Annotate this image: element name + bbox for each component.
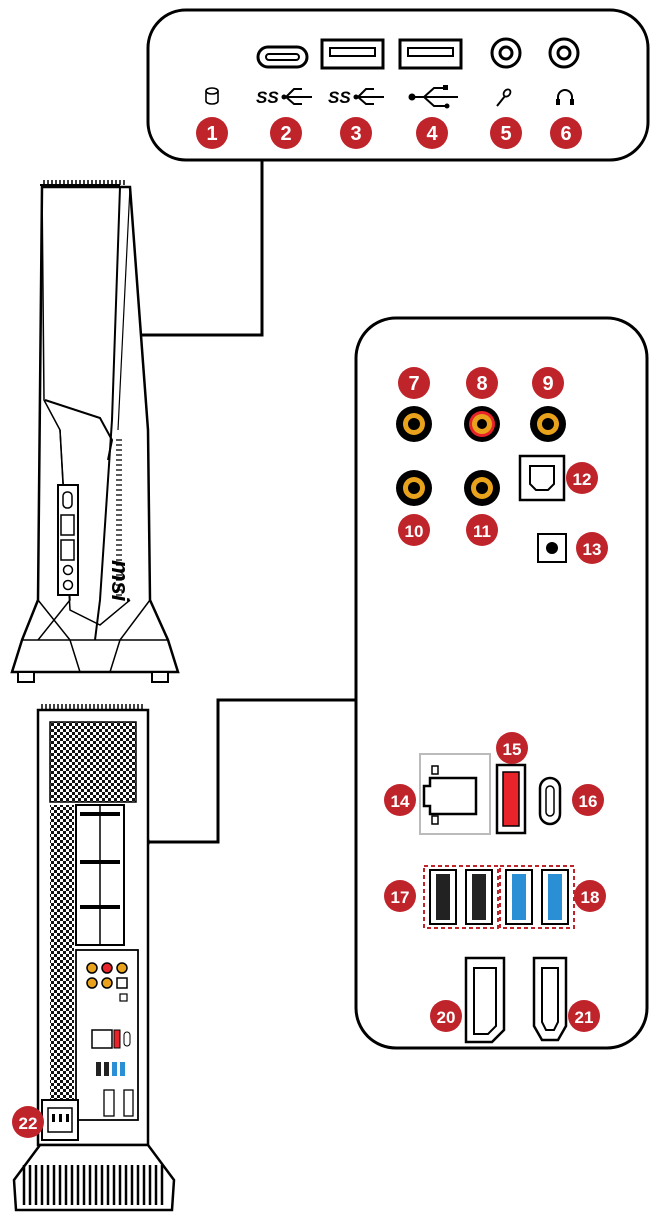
callout-badge: 5	[490, 117, 522, 149]
callout-badge: 10	[398, 514, 430, 546]
callout-number: 16	[579, 792, 598, 811]
callout-number: 2	[280, 123, 291, 145]
tower-front-view: msi	[10, 180, 180, 683]
usb-superspeed-icon: SS	[328, 88, 384, 107]
svg-text:SS: SS	[328, 88, 351, 107]
callout-badge: 13	[576, 532, 608, 564]
callout-badge: 14	[384, 784, 416, 816]
callout-number: 9	[542, 373, 553, 395]
callout-number: 20	[437, 1008, 456, 1027]
callout-badge: 18	[574, 880, 606, 912]
audio-jack	[464, 406, 500, 442]
callout-number: 13	[583, 540, 602, 559]
callout-badge: 11	[466, 514, 498, 546]
usb-a-port-red	[495, 763, 527, 835]
callout-number: 11	[473, 522, 491, 541]
callout-number: 7	[408, 373, 419, 395]
clear-cmos-button	[537, 533, 567, 563]
callout-number: 12	[573, 470, 592, 489]
callout-badge: 6	[550, 117, 582, 149]
callout-badge: 12	[566, 462, 598, 494]
usb-c-port	[538, 776, 562, 826]
callout-badge: 7	[398, 367, 430, 399]
headphone-icon	[556, 89, 574, 105]
callout-badge: 20	[430, 1000, 462, 1032]
callout-badge: 4	[416, 117, 448, 149]
callout-badge: 9	[532, 367, 564, 399]
audio-jack	[530, 406, 566, 442]
callout-number: 5	[500, 123, 511, 145]
rear-io-panel: 7 8 9 10 11 12 13 14 15 16 17 18 20 21	[354, 316, 649, 1050]
callout-number: 21	[575, 1008, 594, 1027]
hdmi-port	[532, 956, 568, 1042]
callout-number: 14	[391, 792, 410, 811]
callout-badge: 22	[12, 1106, 44, 1138]
callout-badge: 8	[466, 367, 498, 399]
callout-number: 18	[581, 888, 600, 907]
usb-icon	[408, 85, 458, 109]
callout-badge: 16	[572, 784, 604, 816]
audio-jack	[464, 470, 500, 506]
callout-number: 1	[206, 123, 217, 145]
callout-number: 15	[503, 740, 522, 759]
hdd-led-icon	[205, 87, 219, 105]
callout-number: 8	[476, 373, 487, 395]
usb-superspeed-icon: SS	[256, 88, 312, 107]
microphone-icon	[496, 88, 512, 107]
callout-number: 10	[405, 522, 424, 541]
tower-rear-view	[12, 704, 176, 1212]
usb-a-port-pair-blue	[499, 865, 575, 929]
rear-io-leader-line	[145, 698, 356, 844]
svg-text:msi: msi	[106, 560, 133, 603]
callout-badge: 1	[196, 117, 228, 149]
audio-jack	[396, 470, 432, 506]
audio-jack	[396, 406, 432, 442]
callout-badge: 17	[384, 880, 416, 912]
callout-number: 6	[560, 123, 571, 145]
callout-number: 3	[350, 123, 361, 145]
front-io-panel: SS SS 1 2 3 4 5 6	[146, 8, 650, 162]
callout-badge: 15	[496, 732, 528, 764]
displayport-port	[464, 956, 506, 1044]
callout-badge: 3	[340, 117, 372, 149]
callout-number: 4	[426, 123, 438, 145]
front-io-leader-line	[84, 160, 264, 337]
callout-number: 22	[19, 1114, 38, 1133]
optical-spdif-port	[518, 454, 566, 502]
callout-number: 17	[391, 888, 410, 907]
usb-a-port-pair-black	[423, 865, 499, 929]
callout-badge: 2	[270, 117, 302, 149]
lan-port	[419, 753, 491, 835]
callout-badge: 21	[568, 1000, 600, 1032]
svg-text:SS: SS	[256, 88, 279, 107]
